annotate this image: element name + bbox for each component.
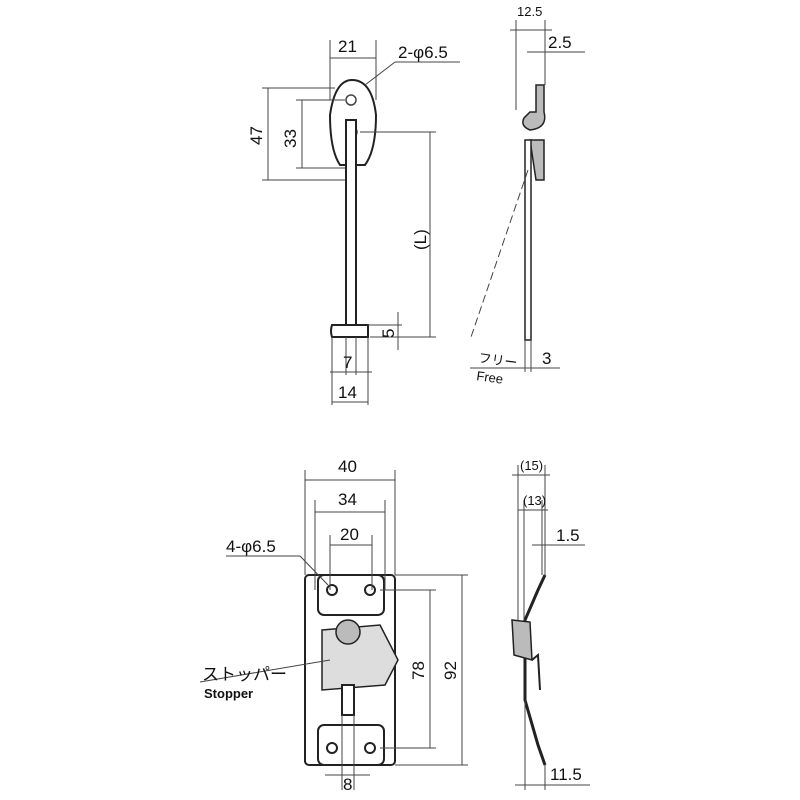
dim-side-thickness: 1.5	[556, 526, 580, 545]
free-label-en: Free	[476, 368, 505, 387]
hook-side-view: 12.5 2.5 フリー Free 3	[469, 4, 585, 387]
dim-slot: 8	[343, 775, 352, 794]
dim-rod-dia: 7	[343, 353, 352, 372]
dim-holes: 2-φ6.5	[398, 43, 448, 62]
dim-length: (L)	[411, 229, 430, 250]
dim-hole-pitch-w: 34	[338, 490, 357, 509]
dim-thickness: 2.5	[548, 33, 572, 52]
plate-side-view: (15) (13) 1.5 11.5	[511, 458, 590, 790]
hook-front-view: 21 2-φ6.5 47 33 (L) 5 7 14	[247, 37, 460, 405]
dim-plate-holes: 4-φ6.5	[226, 537, 276, 556]
dim-side-depth-inner: (13)	[523, 493, 546, 508]
stopper-label-en: Stopper	[204, 686, 253, 701]
dim-hole-pitch-h: 78	[409, 661, 428, 680]
dim-foot-width: 14	[338, 383, 357, 402]
dim-plate-width: 40	[338, 457, 357, 476]
dim-end-offset: 5	[379, 329, 398, 338]
dim-side-offset: 11.5	[550, 765, 582, 784]
dim-inner-width: 20	[340, 525, 359, 544]
dim-height: 47	[247, 126, 266, 145]
dim-plate-height: 92	[441, 661, 460, 680]
dim-hole-pitch: 33	[281, 129, 300, 148]
dim-rod: 3	[542, 349, 551, 368]
plate-front-view: 40 34 20 4-φ6.5 ストッパー Stopper 78 92 8	[199, 457, 468, 794]
free-label-jp: フリー	[478, 350, 519, 370]
dim-side-depth-outer: (15)	[520, 458, 543, 473]
dim-depth: 12.5	[517, 4, 542, 19]
stopper-label-jp: ストッパー	[202, 665, 287, 684]
dim-width: 21	[338, 37, 357, 56]
